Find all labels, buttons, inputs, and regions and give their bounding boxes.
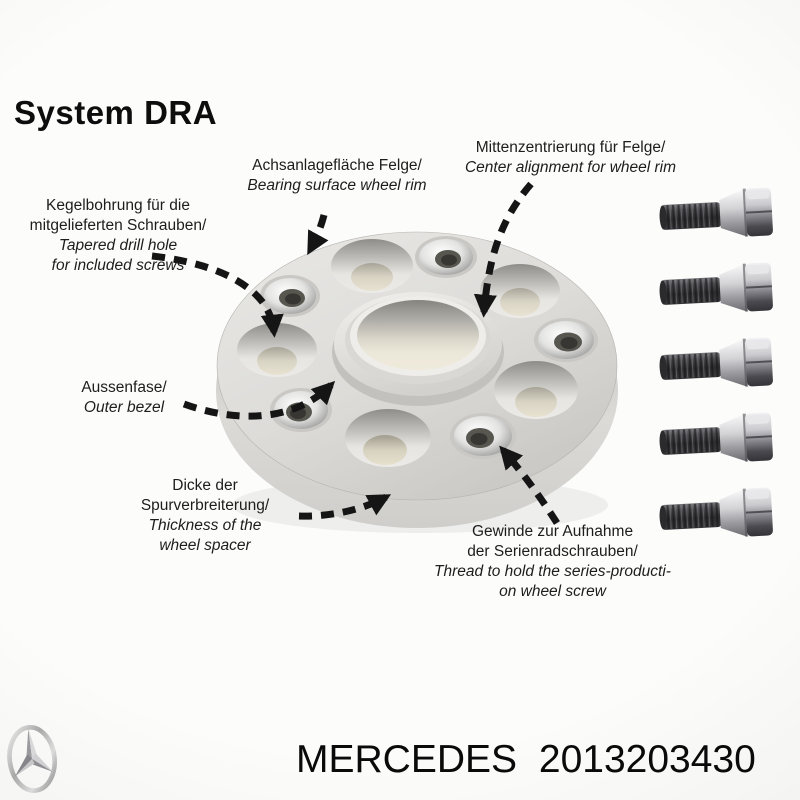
- wheel-bolt: [659, 487, 773, 537]
- brand-name: MERCEDES: [296, 738, 518, 781]
- part-number: 2013203430: [538, 738, 756, 781]
- mercedes-star-logo: [7, 724, 57, 793]
- annotation-arrow-thread: [499, 445, 560, 525]
- tapered-drill-holes: [237, 239, 578, 467]
- annotation-arrow-thickness: [298, 493, 392, 520]
- annotation-arrow-center-alignment: [473, 181, 534, 318]
- label-bearing-surface: Achsanlagefläche Felge/ Bearing surface …: [247, 157, 427, 194]
- label-tapered-drill-hole: Kegelbohrung für die mitgelieferten Schr…: [29, 197, 207, 274]
- wheel-bolt: [659, 262, 773, 312]
- label-thread: Gewinde zur Aufnahme der Serienradschrau…: [434, 523, 671, 600]
- wheel-bolt: [659, 337, 773, 387]
- threaded-holes: [260, 236, 598, 459]
- wheel-bolt: [659, 187, 773, 237]
- page-title: System DRA: [14, 94, 218, 131]
- label-thickness: Dicke der Spurverbreiterung/ Thickness o…: [140, 477, 270, 554]
- annotation-arrow-outer-bezel: [182, 380, 336, 420]
- center-bore: [357, 300, 479, 370]
- label-center-alignment: Mittenzentrierung für Felge/ Center alig…: [464, 139, 677, 176]
- label-outer-bezel: Aussenfase/ Outer bezel: [81, 379, 167, 416]
- center-hub: [332, 292, 504, 406]
- part-number-line: MERCEDES 2013203430: [296, 738, 796, 782]
- annotation-arrow-tapered-hole: [151, 252, 284, 338]
- annotation-arrow-bearing-surface: [306, 214, 329, 256]
- wheel-bolt: [659, 412, 773, 462]
